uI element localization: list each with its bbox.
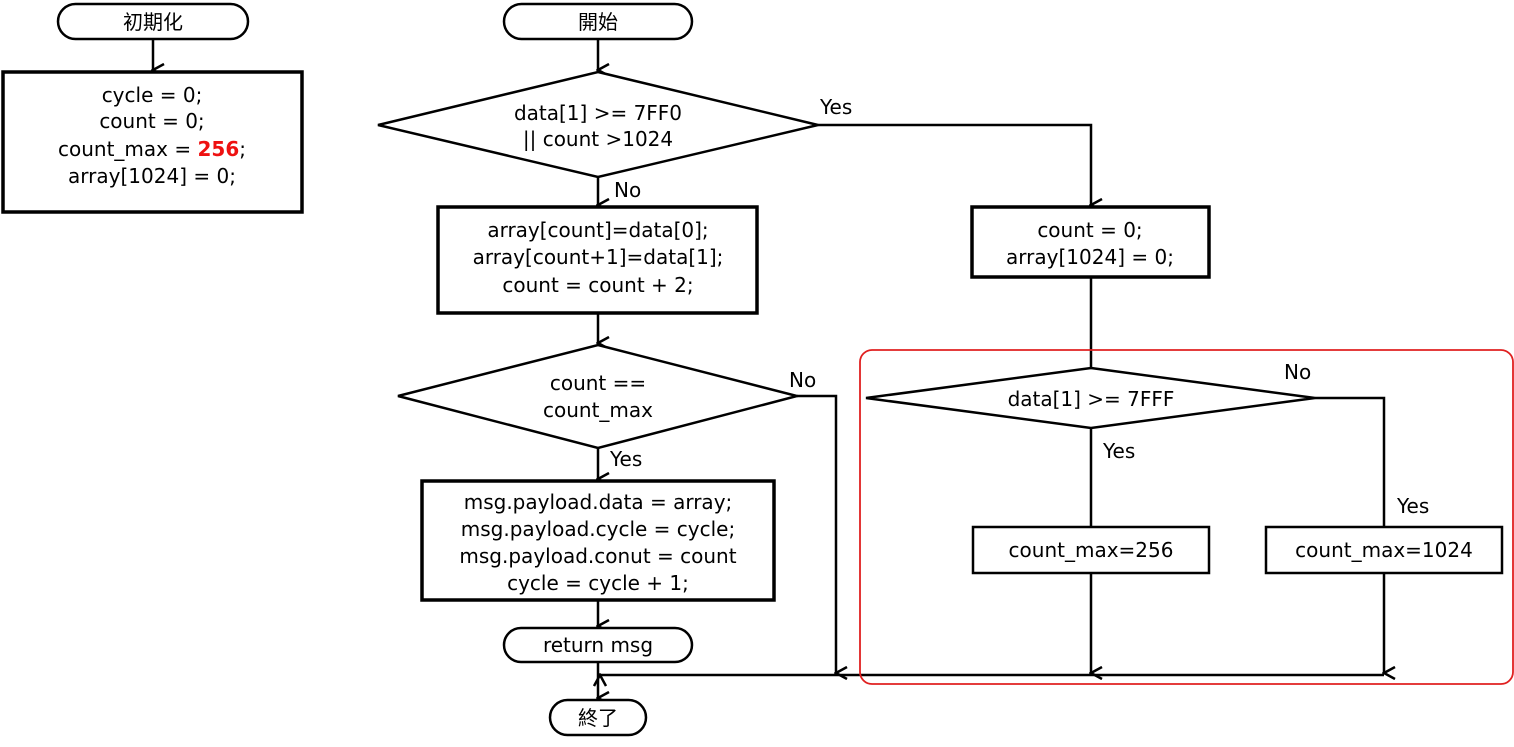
payload-line-1: msg.payload.data = array;	[464, 490, 733, 514]
decision2-line-1: count ==	[550, 371, 646, 395]
init-process-box: cycle = 0; count = 0; count_max = 256; a…	[1, 70, 304, 214]
count-max-1024-box: count_max=1024	[1264, 525, 1504, 575]
decision2-no-label: No	[789, 368, 816, 392]
store-data-box: array[count]=data[0]; array[count+1]=dat…	[436, 205, 759, 315]
payload-line-2: msg.payload.cycle = cycle;	[461, 517, 735, 541]
decision2-yes-label: Yes	[609, 447, 642, 471]
reset-line-1: count = 0;	[1037, 218, 1142, 242]
decision3-no-label: No	[1284, 360, 1311, 384]
decision1-yes-label: Yes	[819, 95, 852, 119]
init-line-3-suffix: ;	[239, 137, 246, 161]
return-terminal: return msg	[502, 626, 694, 664]
init-line-4: array[1024] = 0;	[68, 164, 236, 188]
no-branch-yes-label: Yes	[1396, 494, 1429, 518]
reset-line-2: array[1024] = 0;	[1006, 245, 1174, 269]
arrow-decision2-no	[797, 394, 836, 673]
decision2-line-2: count_max	[543, 398, 653, 422]
return-label: return msg	[543, 633, 653, 657]
count-max-256-label: count_max=256	[1009, 538, 1174, 562]
count-max-highlight: 256	[197, 137, 239, 161]
main-start-terminal: 開始	[502, 2, 694, 41]
count-max-256-box: count_max=256	[971, 525, 1211, 575]
decision3-yes-label: Yes	[1102, 439, 1135, 463]
end-terminal: 終了	[548, 698, 648, 737]
decision1-line-1: data[1] >= 7FF0	[514, 101, 682, 125]
init-start-label: 初期化	[123, 10, 183, 34]
payload-line-3: msg.payload.conut = count	[459, 544, 736, 568]
arrow-decision1-yes	[818, 123, 1091, 205]
init-line-3: count_max = 256;	[58, 137, 246, 161]
init-line-1: cycle = 0;	[102, 83, 203, 107]
decision1-line-2: || count >1024	[523, 127, 673, 151]
decision-overflow-check: data[1] >= 7FF0 || count >1024	[377, 70, 819, 179]
count-max-1024-label: count_max=1024	[1295, 538, 1473, 562]
store-line-3: count = count + 2;	[502, 273, 693, 297]
decision-7fff-check: data[1] >= 7FFF	[865, 366, 1316, 430]
reset-box: count = 0; array[1024] = 0;	[970, 205, 1211, 279]
payload-box: msg.payload.data = array; msg.payload.cy…	[420, 479, 776, 602]
connector-decision3-no	[1315, 396, 1386, 527]
store-line-2: array[count+1]=data[1];	[473, 245, 724, 269]
end-label: 終了	[578, 706, 618, 730]
init-line-2: count = 0;	[99, 109, 204, 133]
decision-count-max: count == count_max	[397, 343, 802, 450]
highlight-region-border	[859, 349, 1514, 685]
store-line-1: array[count]=data[0];	[487, 218, 708, 242]
init-line-3-prefix: count_max =	[58, 137, 197, 161]
payload-line-4: cycle = cycle + 1;	[507, 571, 689, 595]
decision3-line-1: data[1] >= 7FFF	[1008, 387, 1175, 411]
main-start-label: 開始	[578, 10, 618, 34]
decision1-no-label: No	[614, 178, 641, 202]
init-start-terminal: 初期化	[56, 2, 250, 41]
